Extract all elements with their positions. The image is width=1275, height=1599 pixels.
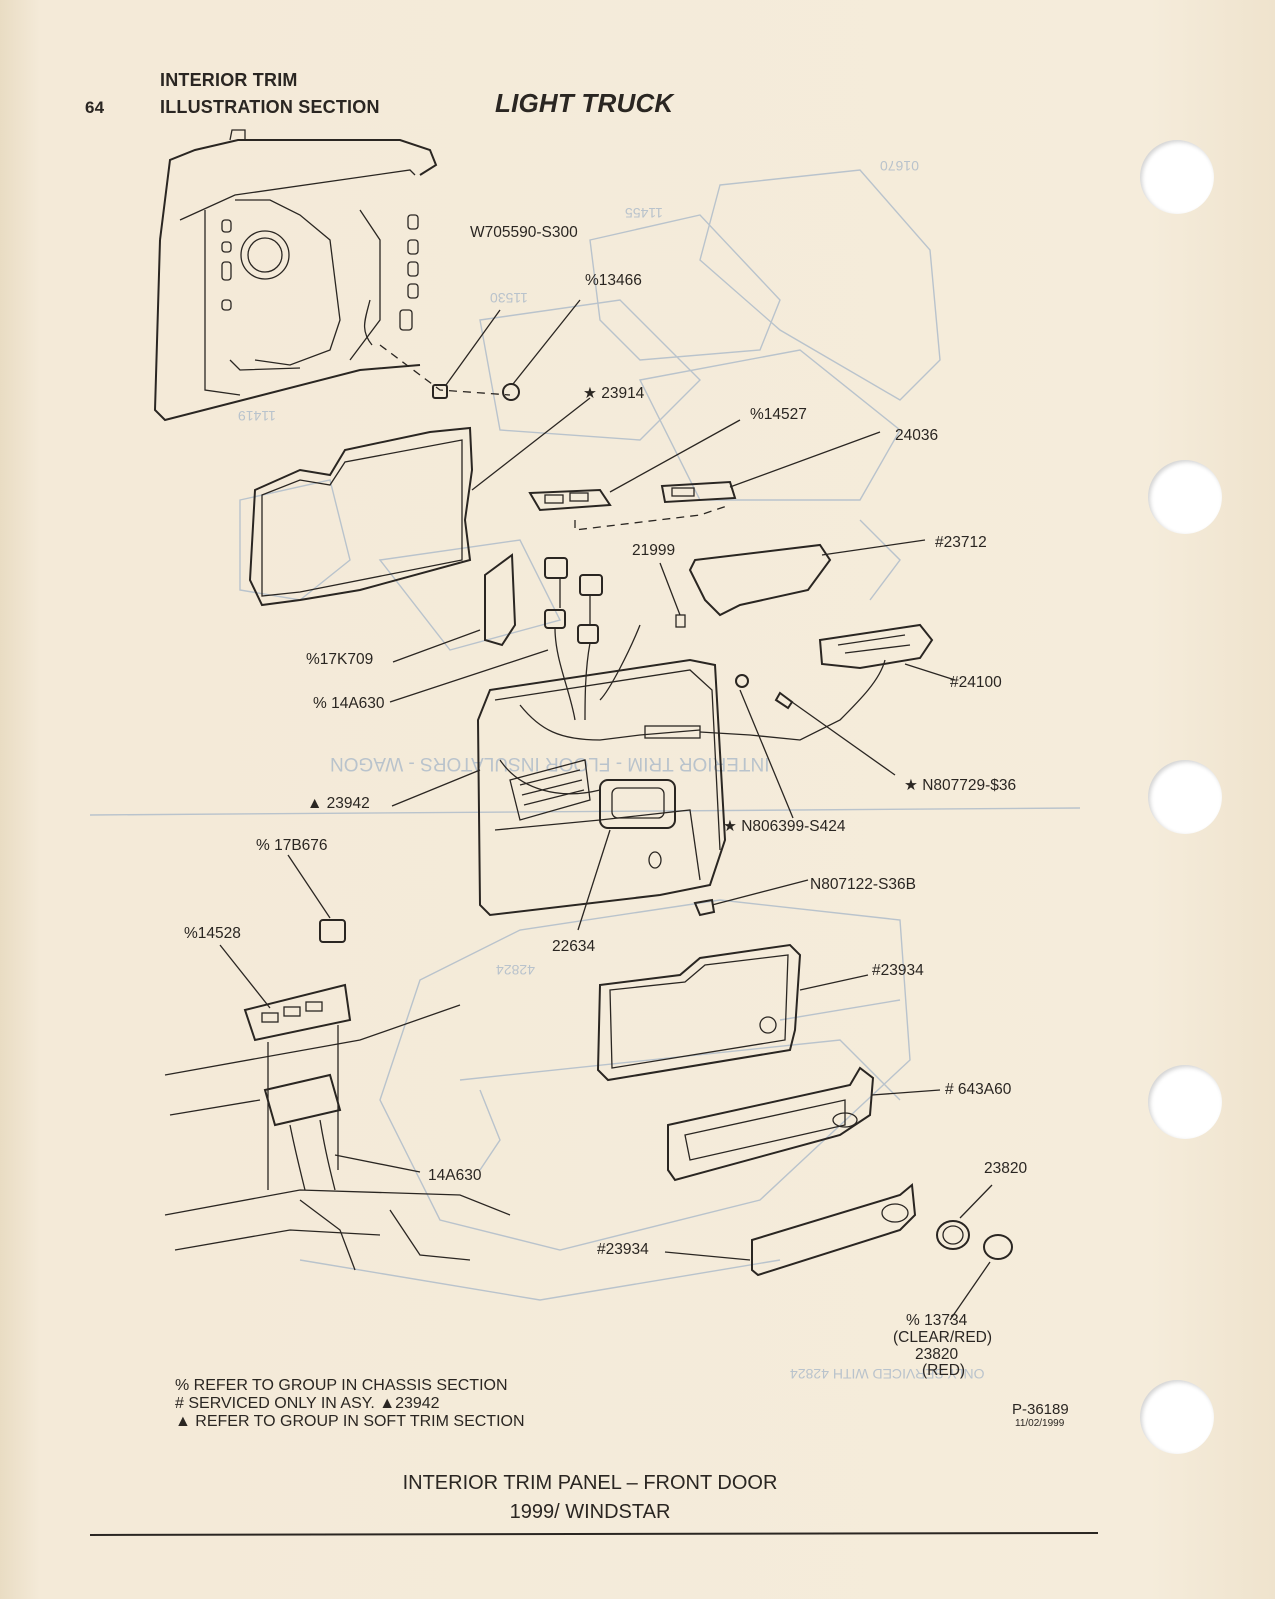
mirror-bezel	[389, 553, 549, 703]
part-label: #23712	[935, 534, 987, 551]
part-label: % 13734	[906, 1312, 968, 1329]
legend-line: # SERVICED ONLY IN ASY. ▲23942	[175, 1395, 440, 1412]
part-label: %14528	[184, 925, 241, 942]
part-label: ▲ 23942	[307, 795, 370, 812]
binder-hole	[1148, 760, 1222, 834]
binder-hole	[1140, 1380, 1214, 1454]
clip-and-screw	[379, 299, 581, 401]
part-label: ★ 23914	[583, 385, 645, 402]
part-label: (RED)	[922, 1362, 966, 1379]
watershield	[248, 397, 591, 607]
map-pocket-upper	[596, 943, 869, 1082]
drawing-code: P-36189	[1012, 1401, 1069, 1418]
part-label: 14A630	[428, 1167, 482, 1184]
legend: % REFER TO GROUP IN CHASSIS SECTION # SE…	[175, 1377, 525, 1431]
part-label: ★ N806399-S424	[723, 818, 846, 835]
trim-lower	[664, 1183, 917, 1277]
part-label: % 14A630	[313, 695, 385, 712]
caption-line1: INTERIOR TRIM PANEL – FRONT DOOR	[402, 1472, 778, 1494]
fasteners	[693, 674, 896, 917]
drawing-date: 11/02/1999	[1015, 1418, 1065, 1429]
legend-line: % REFER TO GROUP IN CHASSIS SECTION	[175, 1377, 508, 1394]
binder-hole	[1148, 1065, 1222, 1139]
part-label: %14527	[750, 406, 807, 423]
part-label: #24100	[950, 674, 1002, 691]
page-number: 64	[85, 98, 105, 117]
armrest-pad	[659, 539, 926, 628]
part-label: W705590-S300	[470, 224, 578, 241]
part-label: %13466	[585, 272, 642, 289]
part-label: #23934	[872, 962, 924, 979]
part-label: N807122-S36B	[810, 876, 916, 893]
leader-22634	[577, 829, 611, 931]
binder-hole	[1148, 460, 1222, 534]
section-title-line2: ILLUSTRATION SECTION	[160, 97, 380, 117]
door-trim-panel	[391, 624, 886, 917]
pull-cup	[818, 623, 956, 681]
part-label: % 17B676	[256, 837, 328, 854]
part-label: 21999	[632, 542, 676, 559]
part-label: (CLEAR/RED)	[893, 1329, 993, 1346]
switch-wiring	[544, 557, 603, 721]
vehicle-class-title: LIGHT TRUCK	[495, 88, 674, 118]
binder-hole	[1140, 140, 1214, 214]
part-label: #23934	[597, 1241, 649, 1258]
part-label: 24036	[895, 427, 939, 444]
caption-line2: 1999/ WINDSTAR	[509, 1501, 671, 1523]
bleed-through-drawing	[89, 169, 1081, 1301]
part-label: %17K709	[306, 651, 374, 668]
footer-rule	[89, 1532, 1099, 1536]
part-label: # 643A60	[945, 1081, 1012, 1098]
part-label: 23820	[984, 1160, 1028, 1177]
lower-switch-assembly	[164, 854, 511, 1271]
legend-line: ▲ REFER TO GROUP IN SOFT TRIM SECTION	[175, 1413, 525, 1430]
part-label: 22634	[552, 938, 596, 955]
switch-bezels	[528, 419, 881, 531]
part-label: 23820	[915, 1346, 959, 1363]
door-inner-frame	[153, 129, 438, 422]
part-label: ★ N807729-$36	[904, 777, 1017, 794]
courtesy-lamp	[936, 1184, 1013, 1321]
armrest-lower	[667, 1066, 941, 1182]
section-title-line1: INTERIOR TRIM	[160, 70, 298, 90]
